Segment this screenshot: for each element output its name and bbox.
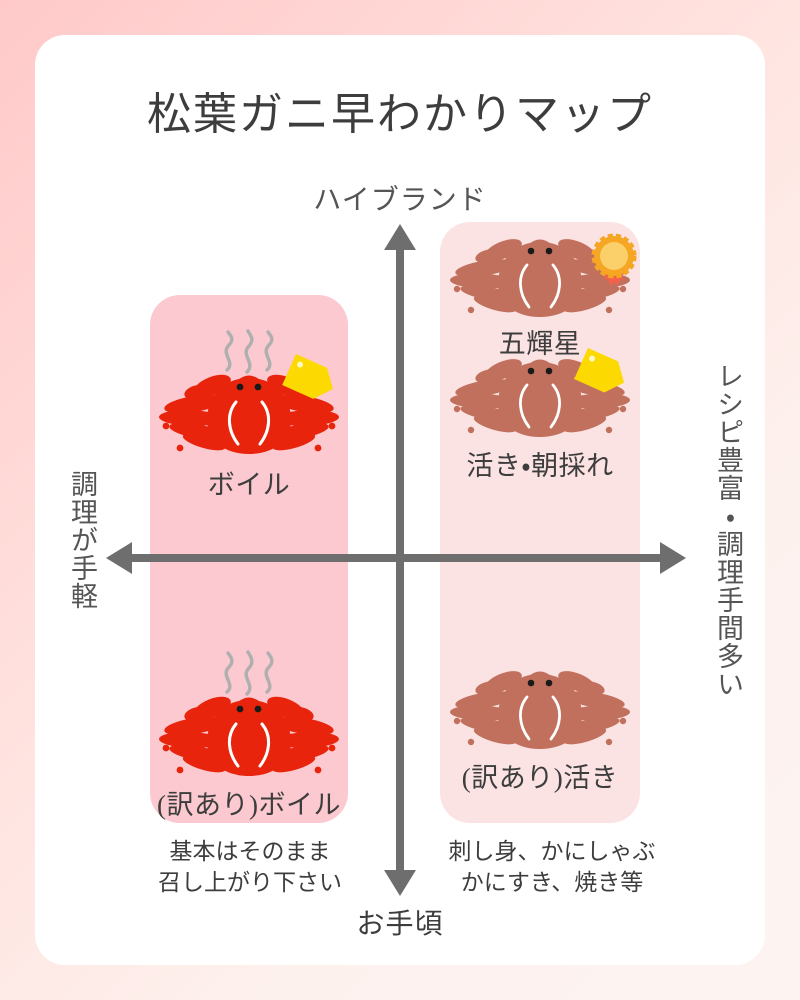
item-gokisei[interactable]: 五輝星 <box>440 232 640 361</box>
item-label: 活き・朝採れ <box>466 451 614 481</box>
wakeari-boil-crab-illustration <box>150 650 348 785</box>
price-tag-icon <box>574 348 625 393</box>
boil-crab-illustration <box>150 329 348 465</box>
item-boil[interactable]: ボイル <box>150 329 348 502</box>
steam-icon <box>224 329 274 374</box>
note-right: 刺し身、かにしゃぶ かにすき、焼き等 <box>412 836 692 898</box>
item-iki-asadore[interactable]: 活き・朝採れ <box>440 348 640 483</box>
item-label: (訳あり)活き <box>461 763 619 793</box>
axis-label-bottom: お手頃 <box>356 909 444 940</box>
steam-icon <box>224 650 274 696</box>
award-rosette-icon <box>591 233 637 286</box>
horizontal-axis-arrow <box>106 540 686 576</box>
axis-label-top: ハイブランド <box>313 185 487 216</box>
axis-label-right: レシピ豊富・調理手間多い <box>713 362 743 698</box>
item-label: ボイル <box>207 470 291 500</box>
item-label: (訳あり)ボイル <box>157 790 341 820</box>
note-right-line2: かにすき、焼き等 <box>460 870 644 896</box>
item-wakeari-boil[interactable]: (訳あり)ボイル <box>150 650 348 822</box>
iki-crab-illustration <box>440 348 640 446</box>
wakeari-iki-crab-illustration <box>440 660 640 758</box>
price-tag-icon <box>282 354 333 399</box>
note-right-line1: 刺し身、かにしゃぶ <box>448 839 656 864</box>
item-wakeari-iki[interactable]: (訳あり)活き <box>440 660 640 795</box>
item-label: 五輝星 <box>498 329 582 359</box>
note-left: 基本はそのまま 召し上がり下さい <box>110 836 390 898</box>
note-left-line1: 基本はそのまま <box>169 839 331 864</box>
gokisei-crab-illustration <box>440 232 640 324</box>
page-title: 松葉ガニ早わかりマップ <box>147 90 653 139</box>
axis-label-left: 調理が手軽 <box>67 470 97 610</box>
note-left-line2: 召し上がり下さい <box>158 870 342 896</box>
